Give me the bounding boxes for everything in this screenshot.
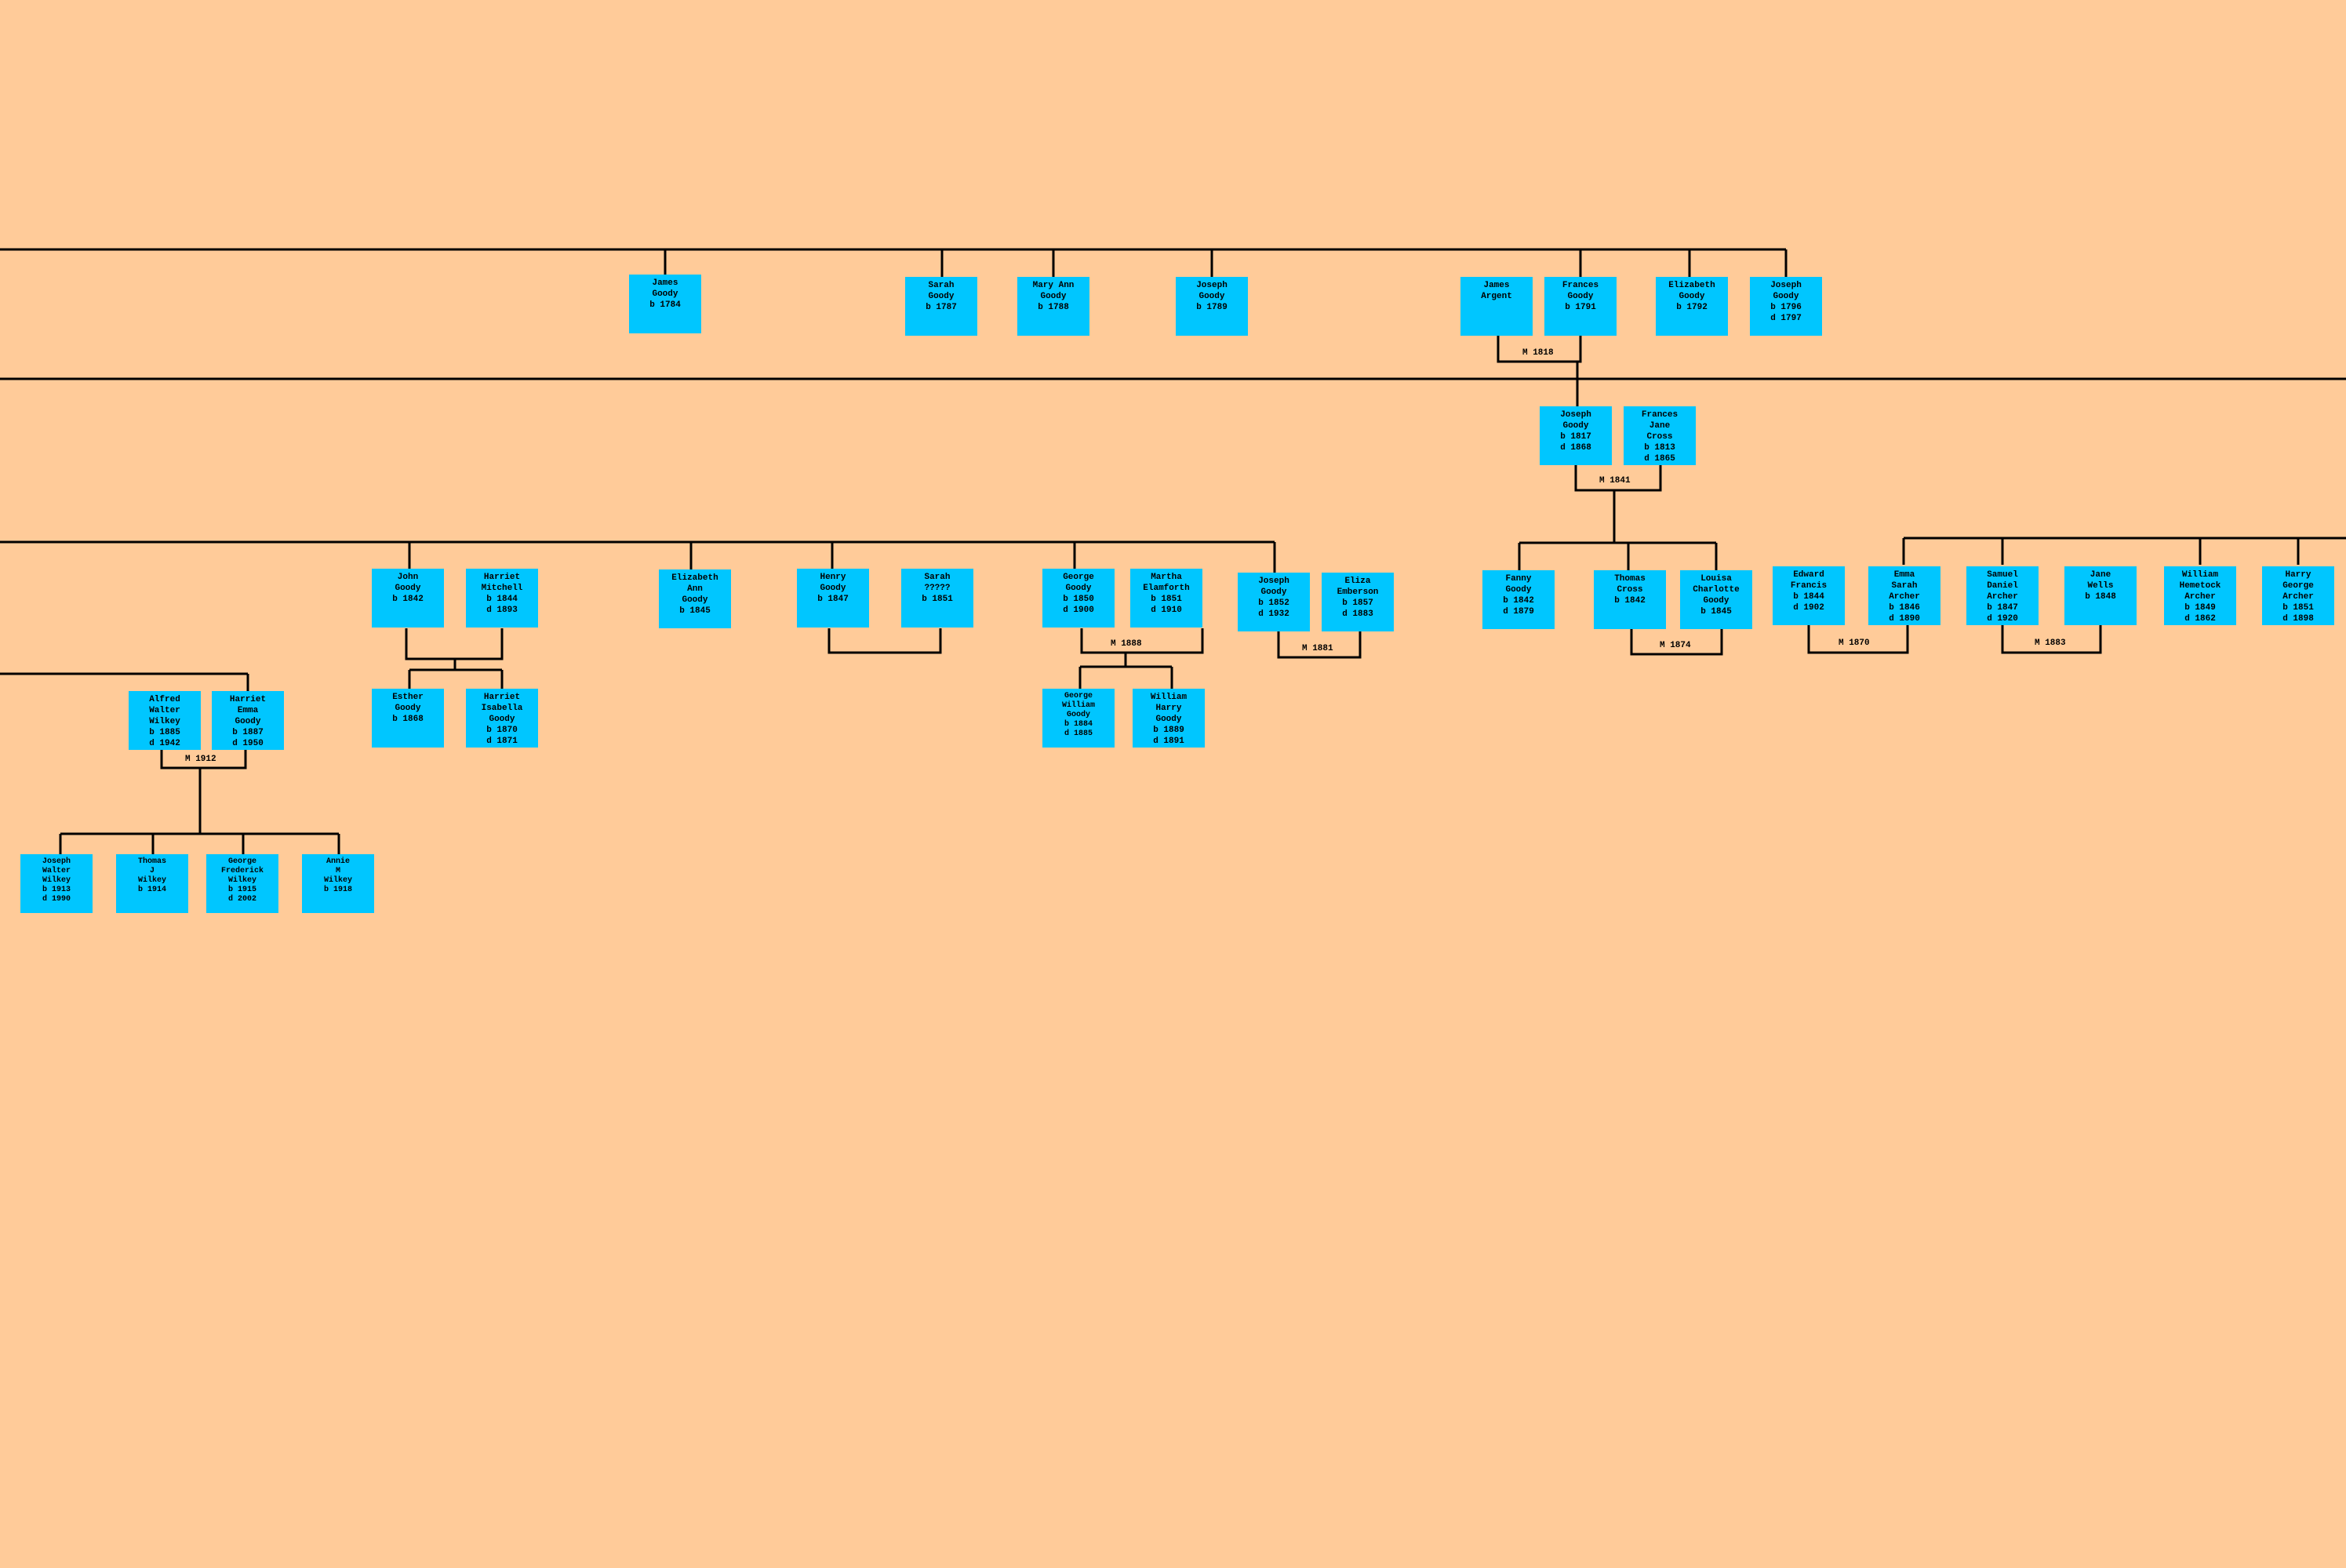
person-joseph-walter-wilkey[interactable]: Joseph Walter Wilkey b 1913 d 1990 [20,854,93,913]
marriage-label-1881: M 1881 [1302,644,1333,653]
person-george-goody-1850[interactable]: George Goody b 1850 d 1900 [1042,569,1115,628]
person-john-goody-1842[interactable]: John Goody b 1842 [372,569,444,628]
sibling-line-archer [1902,537,2346,565]
person-george-frederick-wilkey[interactable]: George Frederick Wilkey b 1915 d 2002 [206,854,278,913]
marriage-line-1912 [59,750,340,854]
person-louisa-charlotte-goody[interactable]: Louisa Charlotte Goody b 1845 [1680,570,1752,629]
person-joseph-goody-1789[interactable]: Joseph Goody b 1789 [1176,277,1248,336]
person-elizabeth-ann-goody[interactable]: Elizabeth Ann Goody b 1845 [659,569,731,628]
person-sarah-1851[interactable]: Sarah ????? b 1851 [901,569,973,628]
marriage-line-1883 [2001,625,2102,654]
person-harriet-isabella-goody[interactable]: Harriet Isabella Goody b 1870 d 1871 [466,689,538,748]
sibling-line-gen3 [0,540,1276,573]
person-sarah-goody-1787[interactable]: Sarah Goody b 1787 [905,277,977,336]
person-jane-wells[interactable]: Jane Wells b 1848 [2064,566,2137,625]
person-edward-francis[interactable]: Edward Francis b 1844 d 1902 [1773,566,1845,625]
person-james-goody-1784[interactable]: James Goody b 1784 [629,275,701,333]
person-william-hemetock-archer[interactable]: William Hemetock Archer b 1849 d 1862 [2164,566,2236,625]
marriage-label-1870: M 1870 [1839,638,1870,648]
person-annie-m-wilkey[interactable]: Annie M Wilkey b 1918 [302,854,374,913]
person-thomas-cross[interactable]: Thomas Cross b 1842 [1594,570,1666,629]
person-esther-goody[interactable]: Esther Goody b 1868 [372,689,444,748]
person-harry-george-archer[interactable]: Harry George Archer b 1851 d 1898 [2262,566,2334,625]
person-henry-goody-1847[interactable]: Henry Goody b 1847 [797,569,869,628]
person-joseph-goody-1796[interactable]: Joseph Goody b 1796 d 1797 [1750,277,1822,336]
person-james-argent[interactable]: James Argent [1460,277,1533,336]
person-frances-goody-1791[interactable]: Frances Goody b 1791 [1544,277,1617,336]
marriage-label-1841: M 1841 [1599,476,1631,486]
marriage-line-1870 [1807,625,1909,654]
sibling-line-gen2 [0,377,2346,406]
person-joseph-goody-1852[interactable]: Joseph Goody b 1852 d 1932 [1238,573,1310,631]
marriage-label-1818: M 1818 [1522,348,1554,358]
marriage-line-1841 [1518,465,1718,570]
person-fanny-goody[interactable]: Fanny Goody b 1842 d 1879 [1482,570,1555,629]
person-thomas-j-wilkey[interactable]: Thomas J Wilkey b 1914 [116,854,188,913]
person-emma-sarah-archer[interactable]: Emma Sarah Archer b 1846 d 1890 [1868,566,1940,625]
person-alfred-walter-wilkey[interactable]: Alfred Walter Wilkey b 1885 d 1942 [129,691,201,750]
person-frances-jane-cross[interactable]: Frances Jane Cross b 1813 d 1865 [1624,406,1696,465]
family-line-john-harriet [405,628,504,689]
person-george-william-goody[interactable]: George William Goody b 1884 d 1885 [1042,689,1115,748]
marriage-line-1881 [1277,631,1362,659]
person-eliza-emberson[interactable]: Eliza Emberson b 1857 d 1883 [1322,573,1394,631]
person-harriet-emma-goody[interactable]: Harriet Emma Goody b 1887 d 1950 [212,691,284,750]
marriage-label-1874: M 1874 [1660,641,1691,650]
person-martha-elamforth[interactable]: Martha Elamforth b 1851 d 1910 [1130,569,1202,628]
marriage-line-1888 [1078,628,1204,689]
marriage-label-1888: M 1888 [1111,639,1142,649]
person-samuel-daniel-archer[interactable]: Samuel Daniel Archer b 1847 d 1920 [1966,566,2039,625]
person-william-harry-goody[interactable]: William Harry Goody b 1889 d 1891 [1133,689,1205,748]
sibling-line-gen1 [0,248,1788,277]
person-joseph-goody-1817[interactable]: Joseph Goody b 1817 d 1868 [1540,406,1612,465]
person-mary-ann-goody-1788[interactable]: Mary Ann Goody b 1788 [1017,277,1089,336]
person-harriet-mitchell[interactable]: Harriet Mitchell b 1844 d 1893 [466,569,538,628]
couple-line-henry-sarah [827,628,942,654]
marriage-label-1883: M 1883 [2035,638,2066,648]
sibling-line-wilkey [0,672,249,691]
marriage-line-1874 [1630,629,1723,656]
marriage-line-1818 [1497,336,1582,406]
person-elizabeth-goody-1792[interactable]: Elizabeth Goody b 1792 [1656,277,1728,336]
marriage-label-1912: M 1912 [185,755,216,764]
